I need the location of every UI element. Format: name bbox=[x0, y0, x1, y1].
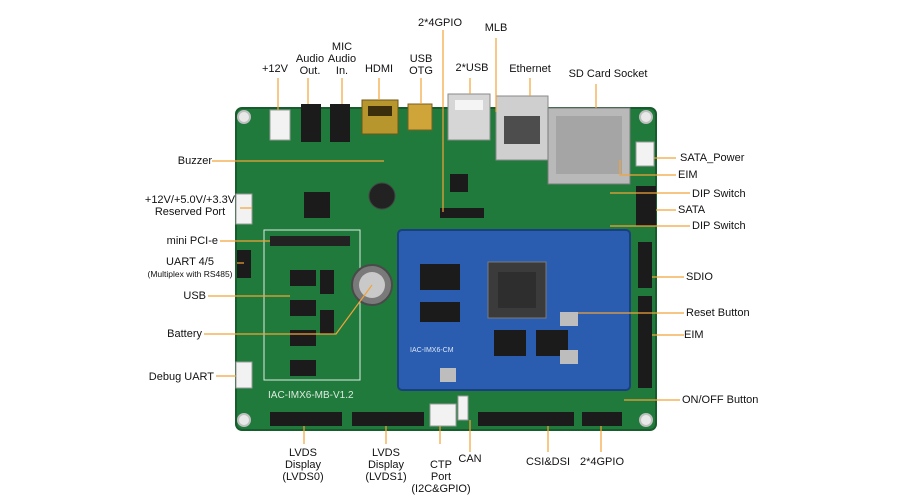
uart45-header bbox=[237, 250, 251, 278]
module-silkscreen: IAC-IMX6-CM bbox=[410, 347, 454, 354]
debug-uart-connector bbox=[235, 361, 253, 389]
sata-power-connector bbox=[635, 141, 655, 167]
carrier-ics bbox=[290, 174, 468, 376]
sata-connector bbox=[636, 186, 656, 226]
leader-lines bbox=[204, 30, 690, 452]
lvds1-header bbox=[352, 412, 424, 426]
mounting-holes bbox=[237, 110, 653, 427]
module-components bbox=[440, 312, 578, 382]
usb-otg-connector bbox=[407, 103, 433, 131]
reserved-port-connector bbox=[235, 193, 253, 225]
lvds0-header bbox=[270, 412, 342, 426]
mic-in-jack bbox=[330, 104, 350, 142]
gpio-top-header bbox=[440, 208, 484, 218]
can-connector bbox=[457, 395, 469, 421]
buzzer bbox=[368, 182, 396, 210]
eim-header bbox=[638, 296, 652, 388]
memory-chips bbox=[420, 264, 568, 356]
ctp-port-connector bbox=[429, 403, 457, 427]
hdmi-connector bbox=[361, 99, 399, 135]
board-silkscreen: IAC-IMX6-MB-V1.2 bbox=[268, 390, 354, 401]
gpio-bottom-header bbox=[582, 412, 622, 426]
sdio-header bbox=[638, 242, 652, 288]
minipcie-slot bbox=[263, 229, 361, 381]
audio-out-jack bbox=[301, 104, 321, 142]
csidsi-header bbox=[478, 412, 574, 426]
power-connector-12v bbox=[269, 109, 291, 141]
